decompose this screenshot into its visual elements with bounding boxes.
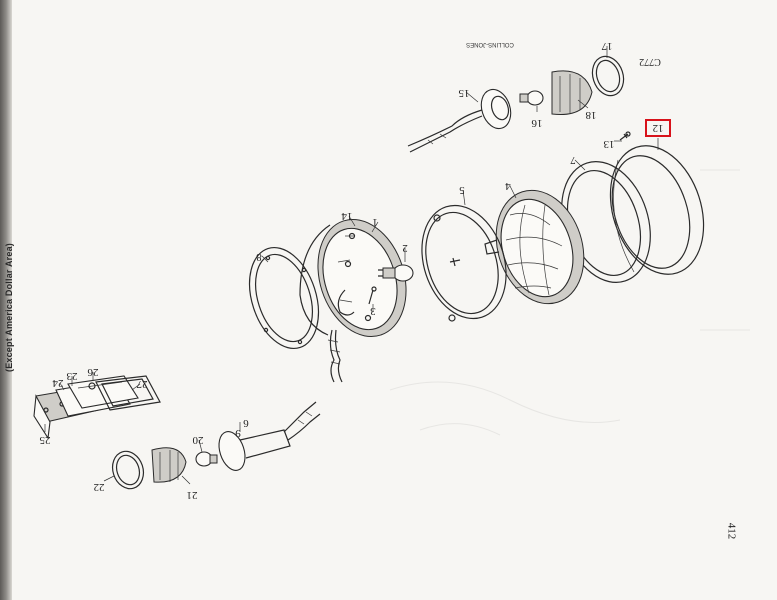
tail-lamp-bulb-20 xyxy=(195,451,218,467)
lamp-body-1 xyxy=(299,218,407,338)
highlight-label: 12 xyxy=(652,122,664,134)
headlamp-rim-12 xyxy=(609,145,705,275)
light-unit-4 xyxy=(484,189,585,305)
side-lamp-bulb-16 xyxy=(519,90,544,106)
bulb-2 xyxy=(378,264,414,282)
callout-15: 15 xyxy=(458,87,470,99)
tail-lamp-rim-22 xyxy=(111,450,145,490)
callout-17: 17 xyxy=(601,40,613,52)
drawing-code: C772 xyxy=(639,56,661,67)
callout-5: 5 xyxy=(459,184,465,196)
callout-26: 26 xyxy=(87,366,99,378)
callout-27: 27 xyxy=(136,378,148,390)
callout-labels: 1 2 3 4 5 6 7 8 9 13 14 15 16 17 18 20 2… xyxy=(39,40,615,501)
callout-25: 25 xyxy=(39,434,51,446)
plate-lamp-gasket-27 xyxy=(95,375,161,411)
callout-3: 3 xyxy=(370,305,376,317)
callout-16: 16 xyxy=(531,117,543,129)
callout-2: 2 xyxy=(402,242,408,254)
seating-ring-5 xyxy=(421,204,507,322)
highlight-box-12: 12 xyxy=(645,119,671,137)
callout-20: 20 xyxy=(192,434,204,446)
leader-lines xyxy=(44,46,659,485)
page-binding-edge xyxy=(0,0,12,600)
callout-23: 23 xyxy=(66,370,78,382)
plate-lamp-lens-23 xyxy=(67,375,139,409)
gasket-8 xyxy=(248,246,320,350)
wiring-harness xyxy=(327,329,343,383)
side-lamp-rim-17 xyxy=(591,55,625,97)
callout-7: 7 xyxy=(570,154,576,166)
callout-13: 13 xyxy=(603,138,615,150)
screw-3 xyxy=(368,286,377,305)
bleed-through-marks xyxy=(389,169,750,436)
callout-1: 1 xyxy=(372,216,378,228)
side-lamp-body-15 xyxy=(407,88,512,153)
callout-24: 24 xyxy=(52,377,64,389)
callout-9: 9 xyxy=(235,427,241,439)
side-lamp-lens-18 xyxy=(551,70,593,116)
plate-lamp-screw-26 xyxy=(88,382,96,390)
drawing-credit: COLLINS-JONES xyxy=(466,41,514,47)
callout-8: 8 xyxy=(256,251,262,263)
callout-4: 4 xyxy=(505,180,511,192)
screw-13 xyxy=(619,131,631,141)
tail-lamp-body-9 xyxy=(218,401,321,471)
callout-6: 6 xyxy=(243,417,249,429)
callout-22: 22 xyxy=(94,481,105,493)
callout-14: 14 xyxy=(341,210,353,222)
callout-21: 21 xyxy=(187,489,198,501)
callout-18: 18 xyxy=(585,109,597,121)
tail-lamp-lens-21 xyxy=(151,447,187,483)
